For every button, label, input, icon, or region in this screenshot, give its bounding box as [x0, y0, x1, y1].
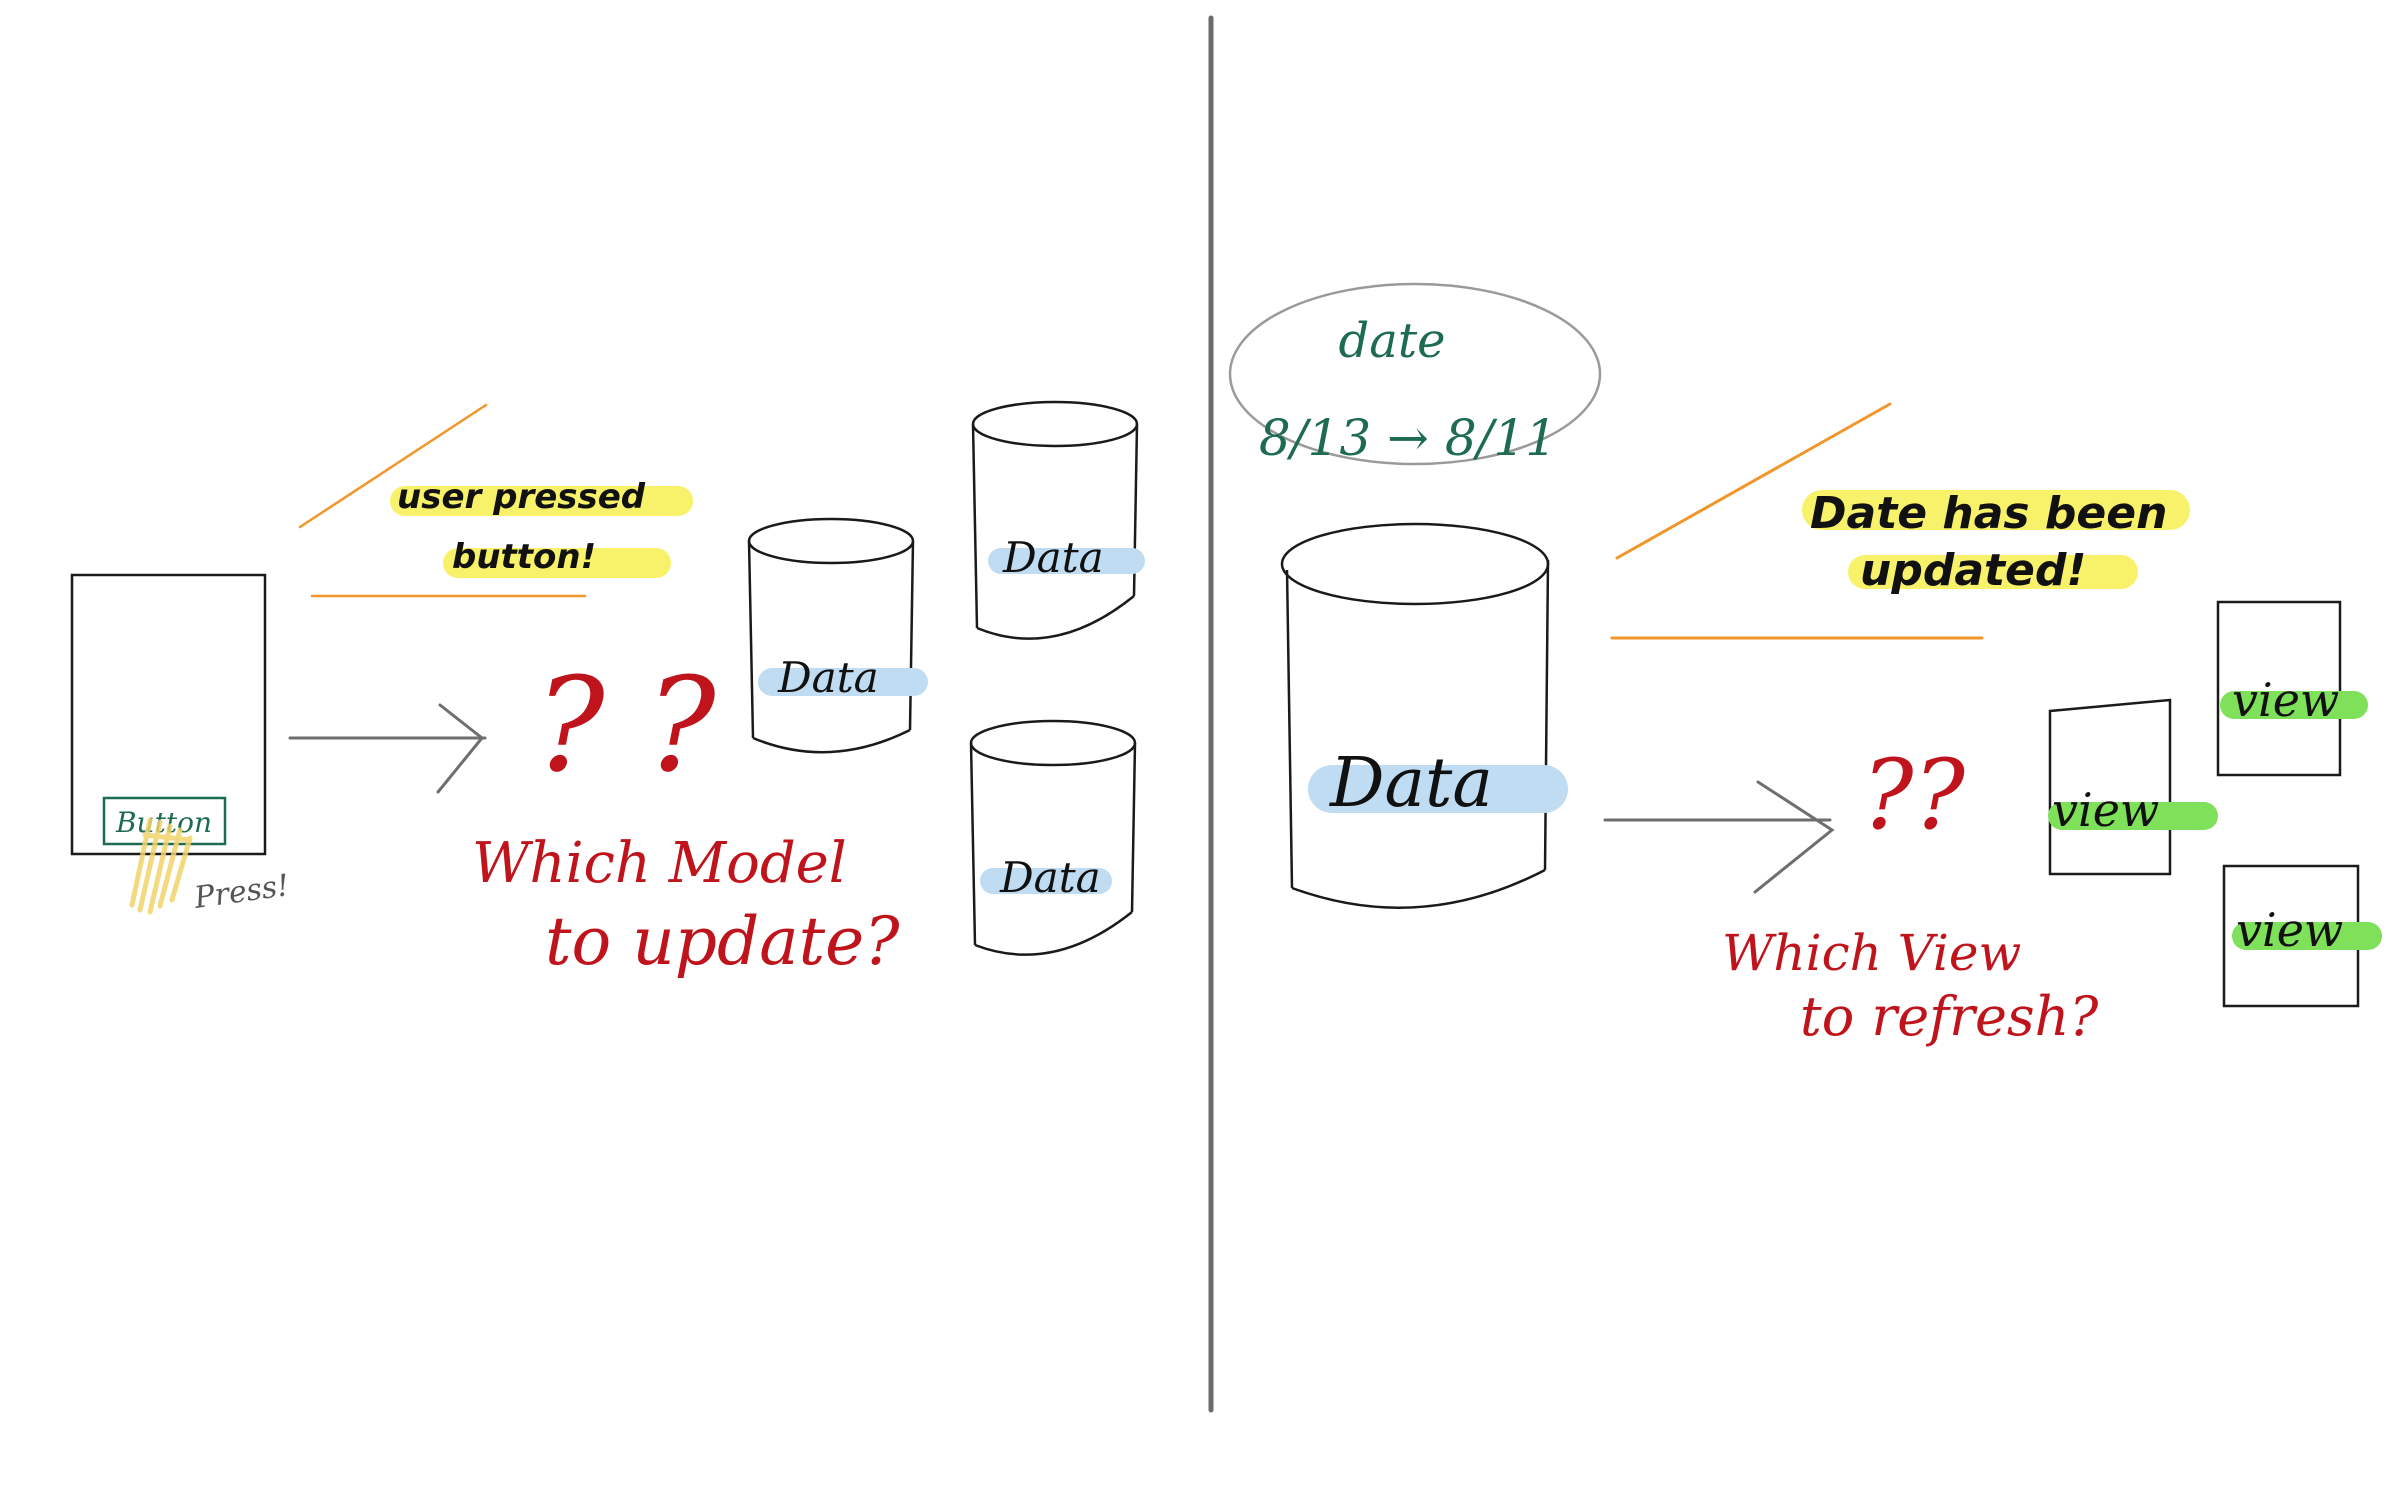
- view-box: view: [2222, 864, 2382, 1008]
- view-label: view: [2052, 783, 2159, 837]
- note-line-2: button!: [452, 537, 596, 577]
- question-line-2: to refresh?: [1800, 985, 2099, 1048]
- note-line-1: Date has been: [1810, 488, 2167, 539]
- model-label: Data: [1002, 533, 1104, 582]
- view-label: view: [2232, 673, 2339, 727]
- question-line-1: Which Model: [472, 831, 847, 896]
- main-model-label: Data: [1328, 744, 1493, 823]
- note-highlight: [390, 486, 693, 516]
- orange-stroke: [298, 403, 488, 529]
- model-cylinder: Data: [971, 400, 1145, 640]
- ui-button-label: Button: [115, 806, 212, 839]
- left-arrow: [288, 703, 487, 794]
- model-cylinder: Data: [747, 517, 928, 754]
- model-label: Data: [999, 853, 1101, 902]
- model-cylinder: Data: [969, 719, 1137, 956]
- view-box: view: [2048, 698, 2218, 876]
- orange-stroke: [1615, 402, 1892, 560]
- ui-button[interactable]: Button: [102, 796, 227, 846]
- model-label: Data: [777, 653, 879, 702]
- left-panel: Button Press! user pressed button! ? ? W…: [70, 400, 1145, 980]
- view-label: view: [2236, 903, 2343, 957]
- question-line-1: Which View: [1722, 924, 2021, 982]
- press-scribble: [129, 817, 193, 915]
- main-model-cylinder: Data: [1280, 522, 1568, 909]
- note-line-1: user pressed: [397, 477, 646, 517]
- note-highlight: [1848, 555, 2138, 589]
- note-highlight: [1802, 490, 2190, 530]
- question-line-2: to update?: [545, 903, 900, 980]
- bubble-change: 8/13 → 8/11: [1259, 409, 1557, 467]
- note-highlight: [443, 548, 671, 578]
- press-label: Press!: [191, 868, 291, 916]
- right-arrow: [1603, 780, 1835, 894]
- question-marks: ? ?: [535, 649, 717, 801]
- note-line-2: updated!: [1860, 545, 2086, 596]
- device-screen: [70, 573, 267, 856]
- view-box: view: [2216, 600, 2368, 777]
- bubble-title: date: [1338, 313, 1445, 369]
- date-bubble: date 8/13 → 8/11: [1228, 282, 1602, 467]
- right-panel: date 8/13 → 8/11 Data Date has been upda…: [1228, 282, 2382, 1048]
- question-marks: ??: [1862, 739, 1965, 851]
